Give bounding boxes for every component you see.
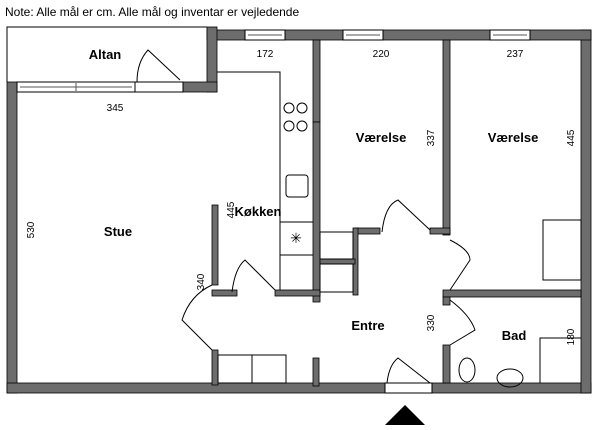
window-room2 [489, 29, 531, 41]
wardrobe-closet2 [319, 263, 354, 293]
door-room1[interactable] [381, 199, 431, 233]
room-label-bad: Bad [502, 328, 527, 343]
dim-bad-depth: 180 [566, 328, 577, 345]
wall-stue-entre [211, 349, 219, 386]
wall-hall-stub [211, 289, 238, 297]
dishwasher-icon: ✳ [290, 230, 302, 246]
wall-kitchen-room1 [312, 39, 321, 123]
wall-entre-stub [312, 357, 320, 387]
wall-room1-room2 [442, 39, 451, 236]
wall-kitchen-bottom [274, 289, 321, 297]
window-altan [16, 81, 136, 93]
altan-door[interactable] [134, 49, 184, 93]
wardrobe-entre [217, 354, 287, 384]
stove-icon [283, 102, 308, 132]
dim-entre-depth: 330 [426, 314, 437, 331]
door-stue[interactable] [181, 284, 213, 351]
wall-bad-top-stub [442, 296, 451, 306]
plan-note: Note: Alle mål er cm. Alle mål og invent… [5, 5, 300, 19]
dim-kitchen-depth: 445 [226, 201, 237, 218]
wall-room1-stub2 [429, 227, 451, 235]
room-label-entre: Entre [351, 318, 384, 333]
window-kitchen [244, 29, 286, 41]
wardrobe-closet1 [319, 231, 354, 260]
dim-room1-depth: 337 [426, 129, 437, 146]
wall-left [6, 81, 18, 394]
dim-room1-width: 220 [373, 49, 390, 60]
dim-hall-wall: 340 [196, 273, 207, 290]
dim-room2-width: 237 [507, 49, 524, 60]
dim-stue-width: 345 [107, 103, 124, 114]
wall-closet-mid [319, 258, 356, 265]
kitchen-counter [217, 71, 281, 290]
wall-bottom-left [6, 382, 386, 394]
wall-altan-bottom [182, 81, 218, 93]
wall-kitchen-room1-lower [312, 121, 321, 303]
wall-bad-left [442, 344, 451, 384]
wall-hall-left [211, 204, 219, 286]
entrance-arrow-icon [385, 405, 425, 425]
door-room2[interactable] [449, 239, 471, 291]
room-label-vaerelse-2: Værelse [488, 130, 539, 145]
door-bad[interactable] [449, 299, 476, 346]
window-room1 [342, 29, 384, 41]
wall-room2-bottom [442, 289, 582, 298]
wall-room1-stub [354, 227, 381, 235]
sink-icon [285, 174, 309, 198]
room-label-altan: Altan [89, 47, 122, 62]
shower-outline [539, 337, 581, 383]
washbasin-icon [496, 368, 524, 388]
toilet-icon [458, 357, 476, 383]
door-kitchen[interactable] [231, 259, 276, 293]
front-door[interactable] [384, 357, 433, 394]
dim-stue-depth: 530 [26, 221, 37, 238]
altan-outline [6, 26, 207, 82]
room-label-vaerelse-1: Værelse [356, 130, 407, 145]
wall-right [580, 29, 592, 394]
dim-kitchen-width: 172 [257, 49, 274, 60]
wall-bottom-right [431, 382, 592, 394]
room-label-kokken: Køkken [235, 204, 282, 219]
dim-room2-depth: 445 [566, 129, 577, 146]
room-label-stue: Stue [104, 224, 132, 239]
wardrobe-room2 [542, 219, 582, 281]
